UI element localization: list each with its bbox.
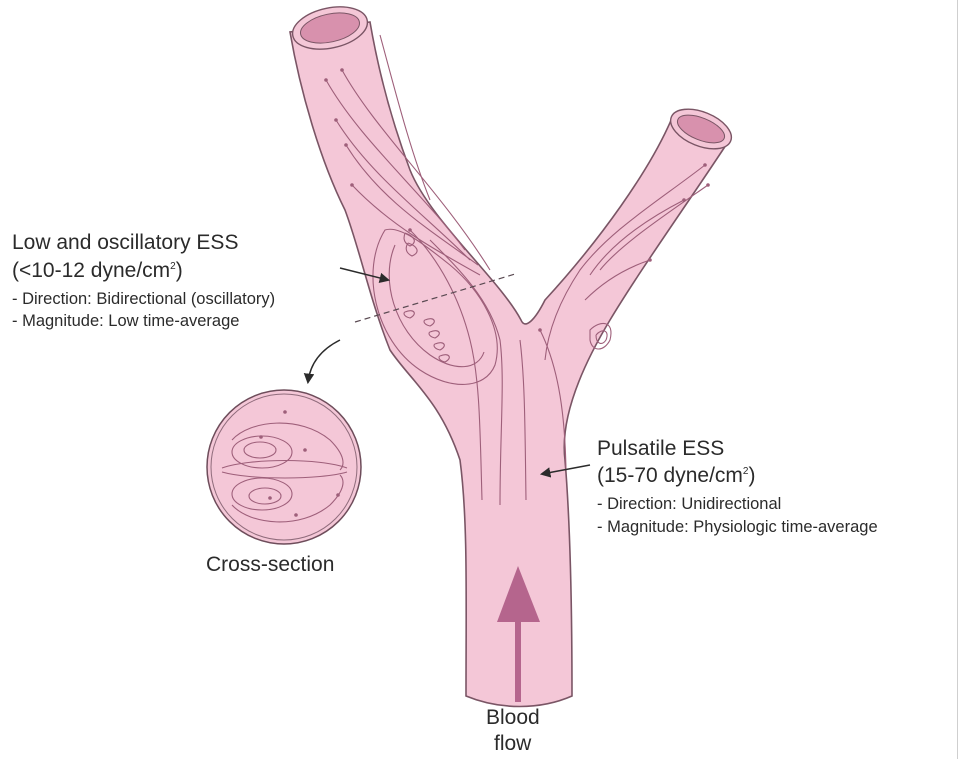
left-range-sup: 2 [170,261,176,272]
right-annotation-magnitude: - Magnitude: Physiologic time-average [597,518,878,536]
right-annotation-title: Pulsatile ESS [597,437,725,460]
left-annotation-title: Low and oscillatory ESS [12,231,239,254]
left-annotation-magnitude: - Magnitude: Low time-average [12,312,240,330]
cross-section-label: Cross-section [206,553,335,576]
left-annotation-range: (<10-12 dyne/cm2) [12,259,183,283]
right-range-prefix: (15-70 dyne/cm [597,464,743,487]
vessel-body [289,21,730,708]
right-range-sup: 2 [742,466,749,477]
right-range-suffix: ) [748,464,756,487]
blood-flow-arrow [497,566,540,702]
frame-border [957,0,958,759]
left-pointer-arrow [339,267,391,284]
blood-flow-label-line1: Blood [486,706,540,729]
streamlines [324,34,710,506]
left-range-suffix: ) [175,259,183,282]
cross-section [206,389,362,545]
section-line [354,273,516,323]
blood-flow-label-line2: flow [494,732,532,755]
left-annotation-direction: - Direction: Bidirectional (oscillatory) [12,290,276,308]
right-annotation-range: (15-70 dyne/cm2) [597,464,755,488]
cross-section-curved-arrow [303,339,341,385]
left-range-prefix: (<10-12 dyne/cm [12,259,171,282]
right-annotation-direction: - Direction: Unidirectional [597,495,782,513]
right-pointer-arrow [539,464,591,478]
